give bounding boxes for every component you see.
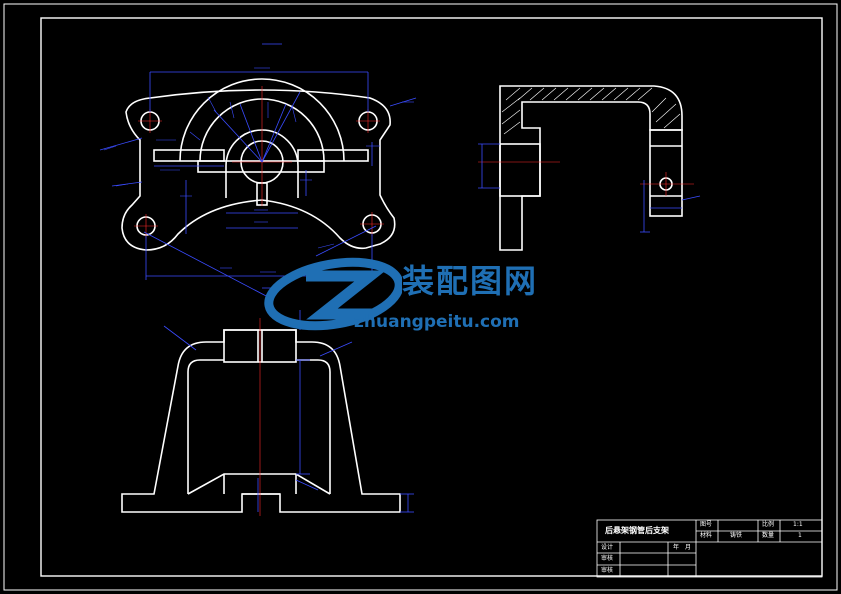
- quantity-label: 数量: [762, 532, 775, 539]
- top-view-dimension-ticks: [103, 67, 414, 273]
- front-view-dimensions: [163, 310, 414, 513]
- outer-frame: [3, 3, 838, 591]
- side-block-left: [499, 143, 541, 197]
- side-view: [499, 85, 683, 251]
- watermark-logo: [264, 257, 402, 331]
- side-view-centerlines: [478, 161, 694, 196]
- side-block-right: [649, 129, 683, 217]
- top-view-outline: [121, 89, 396, 251]
- year-label: 年: [673, 544, 680, 551]
- scale-value: 1:1: [793, 521, 803, 528]
- side-view-hatching: [501, 87, 681, 135]
- month-label: 月: [685, 544, 692, 551]
- top-slot-right: [297, 149, 369, 162]
- designer-label: 设计: [601, 544, 614, 551]
- watermark: 装配图网 zhuangpeitu.com: [262, 252, 562, 336]
- front-view: [121, 329, 401, 513]
- material-label: 材料: [700, 532, 713, 539]
- checker-label: 审核: [601, 555, 614, 562]
- watermark-text: 装配图网: [402, 262, 539, 300]
- approver-label: 审核: [601, 567, 614, 574]
- quantity-value: 1: [798, 532, 802, 539]
- side-view-outline: [499, 85, 683, 251]
- title-block-grid: [596, 519, 823, 578]
- material-value: 铸铁: [730, 532, 743, 539]
- top-view: [121, 78, 396, 251]
- scale-label: 比例: [762, 521, 775, 528]
- title-block: 后悬架钢管后支架 图号 材料 铸铁 比例 1:1 数量 1 设计 审核 审核 年…: [597, 520, 822, 577]
- outer-arch: [179, 78, 345, 162]
- watermark-url: zhuangpeitu.com: [354, 312, 520, 332]
- front-view-inner: [187, 359, 331, 494]
- top-bar-lower: [197, 160, 325, 173]
- front-rib: [187, 473, 331, 495]
- front-view-outline: [121, 329, 401, 513]
- top-slot-left: [153, 149, 225, 162]
- drawing-no-label: 图号: [700, 521, 713, 528]
- side-view-dimensions: [478, 143, 701, 233]
- inner-frame: [40, 17, 823, 577]
- part-name: 后悬架钢管后支架: [605, 526, 669, 535]
- top-view-centerlines: [134, 86, 384, 238]
